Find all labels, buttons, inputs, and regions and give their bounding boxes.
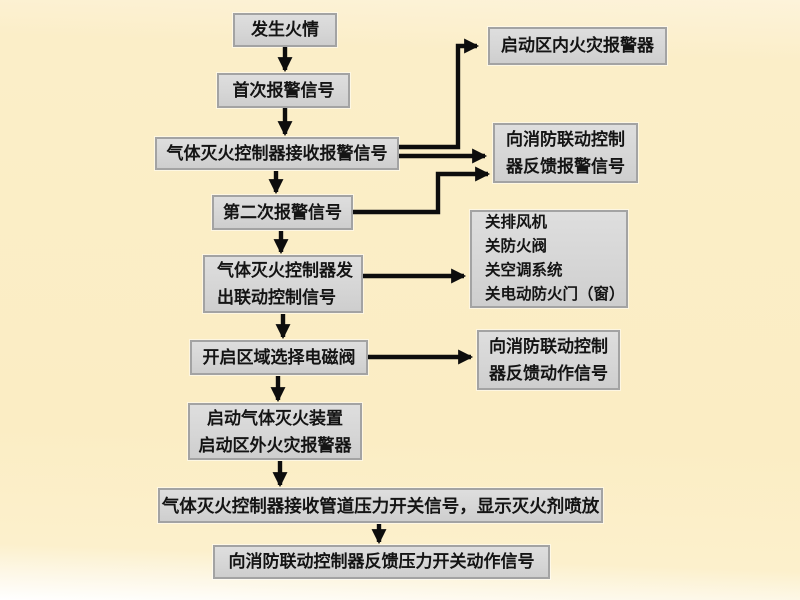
node-feedback-alarm-signal-label: 向消防联动控制 器反馈报警信号 (506, 130, 625, 176)
node-controller-send-linkage: 气体灭火控制器发 出联动控制信号 (203, 255, 363, 313)
node-controller-receive-alarm: 气体灭火控制器接收报警信号 (155, 137, 399, 170)
node-second-alarm-signal-label: 第二次报警信号 (223, 202, 342, 222)
node-fire-occurs-label: 发生火情 (251, 20, 319, 39)
node-shutdown-equipment-label: 关排风机 关防火阀 关空调系统 关电动防火门（窗） (485, 214, 625, 303)
node-first-alarm-signal: 首次报警信号 (217, 73, 350, 108)
node-controller-receive-alarm-label: 气体灭火控制器接收报警信号 (166, 143, 388, 163)
node-open-zone-valve: 开启区域选择电磁阀 (190, 340, 368, 375)
arrow-second-alarm-to-feedback-alarm (353, 166, 491, 215)
node-zone-alarm: 启动区内火灾报警器 (488, 27, 667, 65)
node-feedback-action-signal-label: 向消防联动控制 器反馈动作信号 (489, 337, 608, 383)
node-feedback-alarm-signal: 向消防联动控制 器反馈报警信号 (493, 123, 638, 183)
arrow-receive-to-zone-alarm (399, 38, 480, 150)
node-controller-send-linkage-label: 气体灭火控制器发 出联动控制信号 (217, 261, 353, 307)
node-fire-occurs: 发生火情 (233, 13, 337, 47)
node-receive-pressure-signal-label: 气体灭火控制器接收管道压力开关信号，显示灭火剂喷放 (161, 495, 600, 516)
node-start-extinguishing-label: 启动气体灭火装置 启动区外火灾报警器 (198, 408, 352, 455)
node-feedback-pressure-action-label: 向消防联动控制器反馈压力开关动作信号 (228, 552, 535, 571)
node-shutdown-equipment: 关排风机 关防火阀 关空调系统 关电动防火门（窗） (470, 210, 628, 308)
node-receive-pressure-signal: 气体灭火控制器接收管道压力开关信号，显示灭火剂喷放 (158, 488, 603, 523)
node-feedback-pressure-action: 向消防联动控制器反馈压力开关动作信号 (213, 545, 550, 579)
node-open-zone-valve-label: 开启区域选择电磁阀 (202, 347, 356, 367)
node-second-alarm-signal: 第二次报警信号 (212, 195, 353, 230)
node-first-alarm-signal-label: 首次报警信号 (232, 80, 335, 100)
node-start-extinguishing: 启动气体灭火装置 启动区外火灾报警器 (188, 403, 362, 460)
node-feedback-action-signal: 向消防联动控制 器反馈动作信号 (477, 330, 620, 390)
node-zone-alarm-label: 启动区内火灾报警器 (501, 36, 654, 55)
